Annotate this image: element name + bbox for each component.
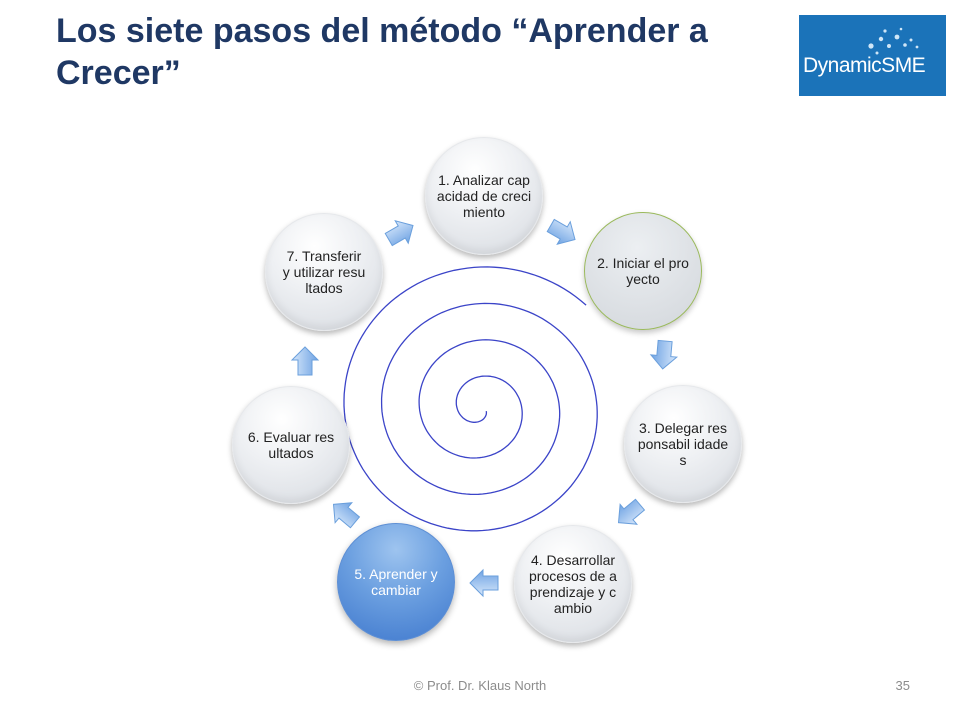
cycle-arrow-1-icon [546,218,576,246]
step-node-4: 4. Desarrollar procesos de aprendizaje y… [514,525,632,643]
step-node-3: 3. Delegar responsabil idades [624,385,742,503]
cycle-arrow-7-icon [384,219,414,247]
growth-spiral [343,266,598,532]
step-node-5: 5. Aprender y cambiar [337,523,455,641]
slide-title: Los siete pasos del método “Aprender a C… [56,12,708,92]
cycle-arrow-3-icon [617,498,646,525]
step-label-5: 5. Aprender y cambiar [354,566,438,598]
footer-credit: © Prof. Dr. Klaus North [413,678,547,693]
step-label-6: 6. Evaluar resultados [247,429,335,461]
step-node-2: 2. Iniciar el proyecto [584,212,702,330]
step-label-1: 1. Analizar capacidad de crecimiento [436,172,532,220]
step-label-4: 4. Desarrollar procesos de aprendizaje y… [529,552,617,616]
cycle-arrow-6-icon [290,346,320,376]
step-node-6: 6. Evaluar resultados [232,386,350,504]
step-node-7: 7. Transferir y utilizar resultados [265,213,383,331]
cycle-arrow-2-icon [649,339,679,370]
dynamicsme-logo: DynamicSME [799,15,946,96]
cycle-arrow-4-icon [469,568,499,598]
step-label-3: 3. Delegar responsabil idades [637,420,729,468]
page-number: 35 [895,678,910,693]
step-label-7: 7. Transferir y utilizar resultados [282,248,366,296]
logo-text: DynamicSME [803,54,926,77]
step-node-1: 1. Analizar capacidad de crecimiento [425,137,543,255]
cycle-arrow-5-icon [332,502,361,529]
cycle-arrows [290,218,679,598]
step-label-2: 2. Iniciar el proyecto [597,255,689,287]
logo-dots-icon [868,27,919,55]
